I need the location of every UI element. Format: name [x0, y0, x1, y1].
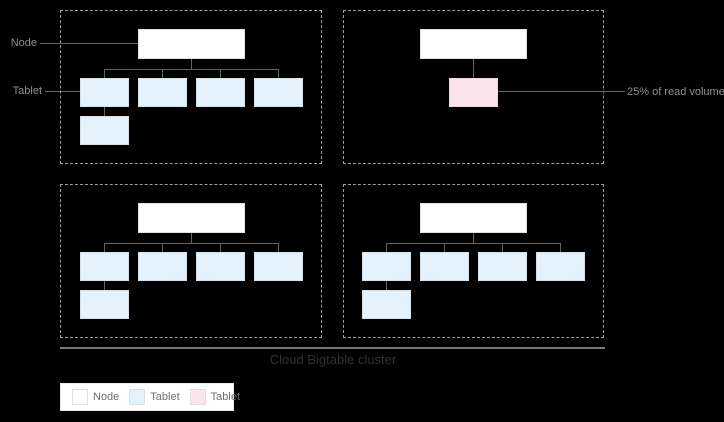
tree-connector	[162, 243, 163, 252]
tablet-box	[80, 78, 129, 107]
tree-connector	[191, 233, 192, 243]
node-panel-bottom-left	[60, 184, 322, 338]
legend-label-tablet: Tablet	[150, 391, 180, 403]
tree-connector	[560, 243, 561, 252]
legend: Node Tablet Tablet	[60, 383, 240, 411]
tablet-box	[80, 290, 129, 319]
tablet-box	[362, 252, 411, 281]
tablet-box	[196, 252, 245, 281]
read-volume-leader-line	[498, 91, 625, 92]
cluster-caption: Cloud Bigtable cluster	[269, 352, 397, 367]
tree-connector	[278, 69, 279, 78]
tree-connector	[386, 243, 561, 244]
node-panel-bottom-right	[343, 184, 604, 338]
tree-connector	[473, 59, 474, 78]
legend-item-tablet: Tablet	[129, 389, 180, 405]
tree-connector	[220, 69, 221, 78]
node-panel-top-right	[343, 10, 604, 164]
tree-connector	[220, 243, 221, 252]
tree-connector	[104, 69, 105, 78]
legend-label-node: Node	[93, 391, 120, 403]
legend-label-hot-tablet: Tablet	[210, 391, 241, 403]
node-panel-top-left	[60, 10, 322, 164]
tree-connector	[162, 69, 163, 78]
tree-connector	[386, 281, 387, 290]
tree-connector	[104, 243, 105, 252]
tablet-box	[138, 252, 187, 281]
hot-tablet-box	[449, 78, 498, 107]
tablet-color-swatch	[129, 389, 146, 405]
read-volume-label: 25% of read volume	[627, 86, 724, 98]
tree-connector	[104, 69, 279, 70]
tree-connector	[473, 233, 474, 243]
tree-connector	[104, 243, 279, 244]
tree-connector	[386, 243, 387, 252]
tablet-box	[138, 78, 187, 107]
tablet-box	[80, 116, 129, 145]
legend-item-hot-tablet: Tablet	[189, 389, 241, 405]
tablet-box	[478, 252, 527, 281]
cluster-underline	[60, 347, 605, 349]
hot-tablet-color-swatch	[189, 389, 206, 405]
node-color-swatch	[72, 389, 88, 405]
tablet-box	[196, 78, 245, 107]
tablet-box	[362, 290, 411, 319]
tablet-box	[80, 252, 129, 281]
node-box	[420, 203, 527, 233]
tree-connector	[104, 281, 105, 290]
tree-connector	[502, 243, 503, 252]
node-box	[420, 29, 527, 59]
tablet-box	[254, 252, 303, 281]
node-annotation-label: Node	[10, 37, 37, 49]
tablet-box	[254, 78, 303, 107]
node-box	[138, 29, 245, 59]
node-box	[138, 203, 245, 233]
tablet-box	[420, 252, 469, 281]
tablet-annotation-leader-line	[45, 91, 80, 92]
tree-connector	[444, 243, 445, 252]
tree-connector	[191, 59, 192, 69]
legend-item-node: Node	[72, 389, 119, 405]
tablet-annotation-label: Tablet	[12, 85, 42, 97]
tree-connector	[278, 243, 279, 252]
tablet-box	[536, 252, 585, 281]
node-annotation-leader-line	[40, 43, 138, 44]
tree-connector	[104, 107, 105, 116]
